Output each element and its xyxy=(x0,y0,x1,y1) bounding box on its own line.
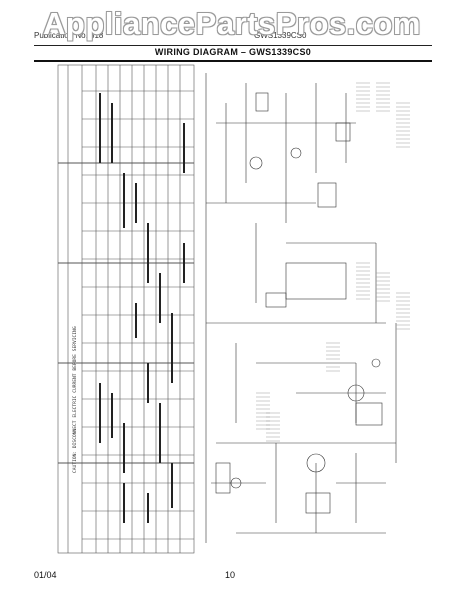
wiring-schematic xyxy=(205,73,410,543)
publication-header: Publication No. 318 GWS1339CS0 xyxy=(34,31,432,43)
switch-contact-bars xyxy=(99,93,185,523)
component-symbol xyxy=(290,147,302,159)
header-rule xyxy=(34,45,432,46)
contact-bar xyxy=(183,243,185,283)
contact-bar xyxy=(99,383,101,443)
component-symbol xyxy=(230,477,242,489)
contact-bar xyxy=(183,123,185,173)
caution-text: CAUTION: DISCONNECT ELECTRIC CURRENT BEF… xyxy=(72,326,78,473)
component-box xyxy=(355,402,383,426)
contact-bar xyxy=(159,273,161,323)
model-number-header: GWS1339CS0 xyxy=(254,31,307,40)
contact-bar xyxy=(99,93,101,163)
contact-bar xyxy=(171,313,173,383)
component-box xyxy=(317,182,337,208)
component-symbol xyxy=(371,358,381,368)
component-symbol xyxy=(347,384,365,402)
component-box xyxy=(285,262,347,300)
publication-number: Publication No. 318 xyxy=(34,31,104,40)
contact-bar xyxy=(171,463,173,508)
component-box xyxy=(255,92,269,112)
component-box xyxy=(265,292,287,308)
component-box xyxy=(215,462,231,494)
watermark-logo: AppliancePartsPros.com xyxy=(43,6,421,41)
contact-bar xyxy=(147,223,149,283)
title-rule xyxy=(34,60,432,62)
contact-bar xyxy=(123,423,125,473)
contact-bar xyxy=(135,303,137,338)
component-box xyxy=(335,122,351,142)
page-number: 10 xyxy=(225,570,236,580)
diagram-title: WIRING DIAGRAM – GWS1339CS0 xyxy=(154,47,312,57)
component-box xyxy=(305,492,331,514)
contact-bar xyxy=(159,403,161,463)
component-symbol xyxy=(306,453,326,473)
contact-bar xyxy=(111,103,113,163)
table-border xyxy=(57,64,195,554)
contact-bar xyxy=(111,393,113,438)
wiring-diagram: CAUTION: DISCONNECT ELECTRIC CURRENT BEF… xyxy=(57,64,410,554)
contact-bar xyxy=(147,493,149,523)
footer-date: 01/04 xyxy=(34,570,57,580)
contact-bar xyxy=(147,363,149,403)
contact-bar xyxy=(135,183,137,223)
component-symbol xyxy=(249,156,263,170)
contact-bar xyxy=(123,483,125,523)
contact-bar xyxy=(123,173,125,228)
switch-chart-table xyxy=(57,64,195,554)
